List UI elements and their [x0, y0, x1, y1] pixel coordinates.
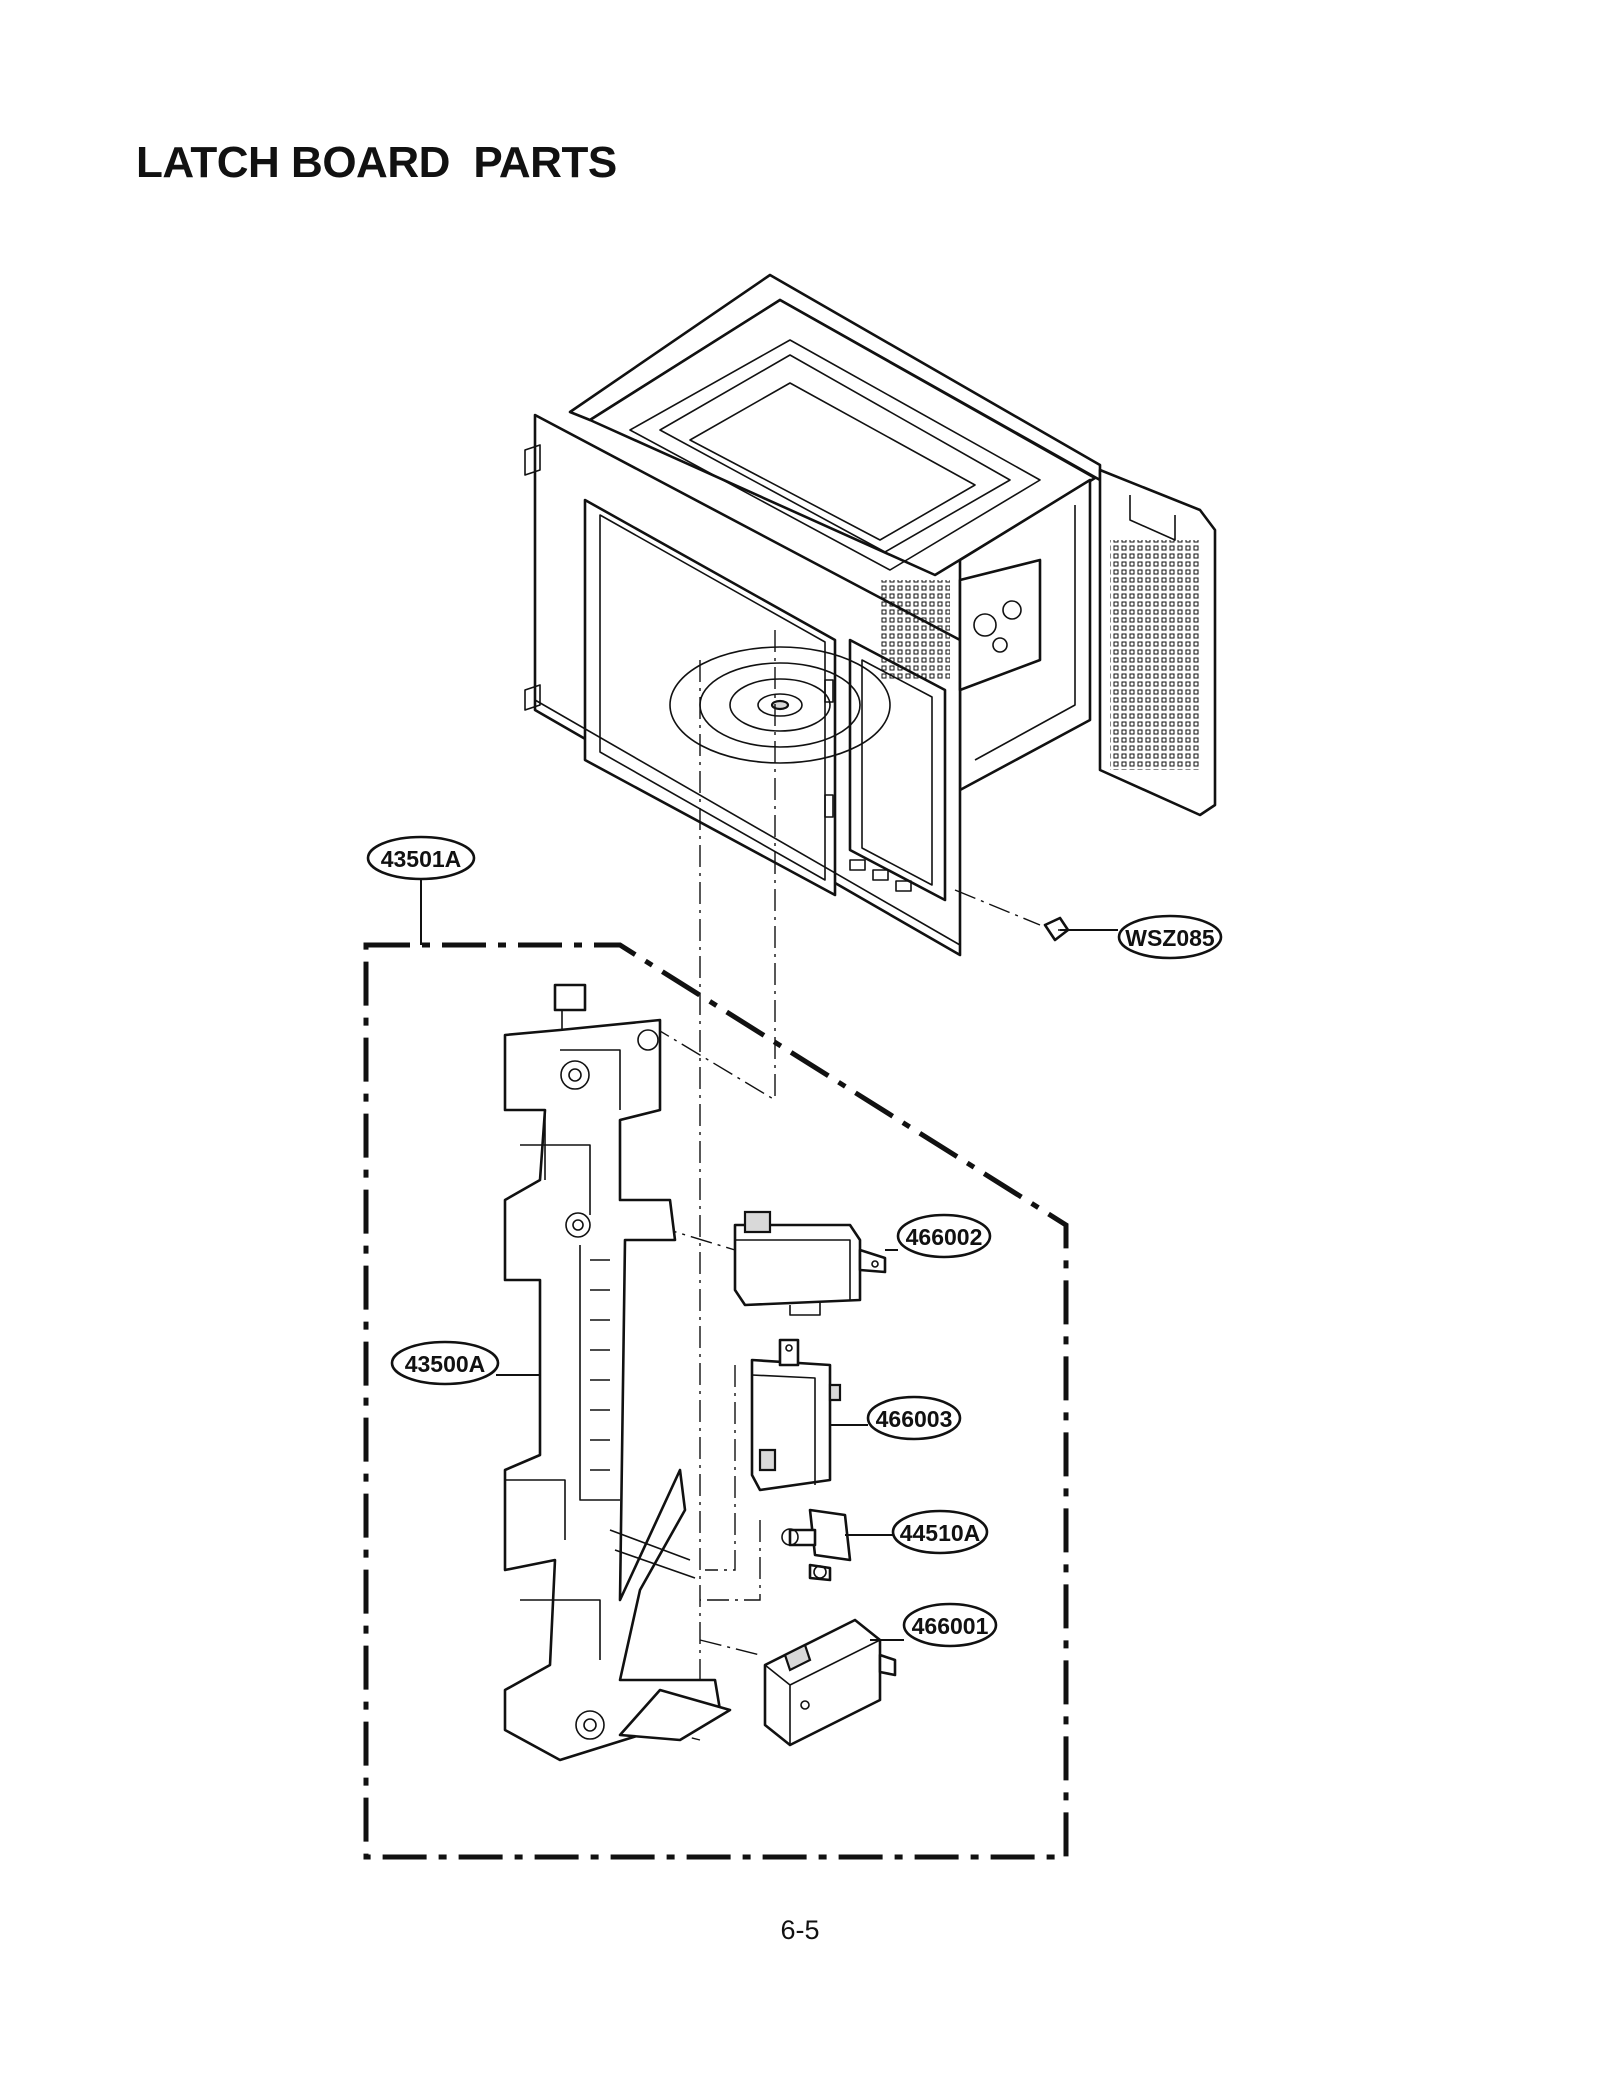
latch-board-drawing	[503, 983, 732, 1762]
callout-label: 466003	[876, 1406, 953, 1432]
callout-43501A: 43501A	[366, 835, 476, 881]
callout-466001: 466001	[902, 1602, 998, 1648]
oven-cavity-drawing	[524, 273, 1217, 957]
callout-label: 466001	[912, 1613, 989, 1639]
callout-label: WSZ085	[1125, 925, 1215, 951]
projection-lines	[619, 630, 1041, 1741]
switch-466003-drawing	[750, 1338, 842, 1492]
callout-label: 44510A	[900, 1520, 981, 1546]
callout-44510A: 44510A	[891, 1509, 989, 1555]
page-number: 6-5	[780, 1915, 820, 1945]
callout-label: 43500A	[405, 1351, 486, 1377]
callout-466002: 466002	[896, 1213, 992, 1259]
callout-label: 43501A	[381, 846, 462, 872]
switch-466001-drawing	[763, 1618, 897, 1747]
page-title: LATCH BOARD PARTS	[136, 138, 617, 187]
leader-lines	[420, 879, 1118, 1641]
callout-WSZ085: WSZ085	[1117, 914, 1223, 960]
stopper-44510A-drawing	[781, 1508, 852, 1582]
callout-43500A: 43500A	[390, 1340, 500, 1386]
callout-466003: 466003	[866, 1395, 962, 1441]
assembly-boundary	[363, 942, 1069, 1860]
callout-label: 466002	[906, 1224, 983, 1250]
switch-466002-drawing	[733, 1210, 887, 1316]
